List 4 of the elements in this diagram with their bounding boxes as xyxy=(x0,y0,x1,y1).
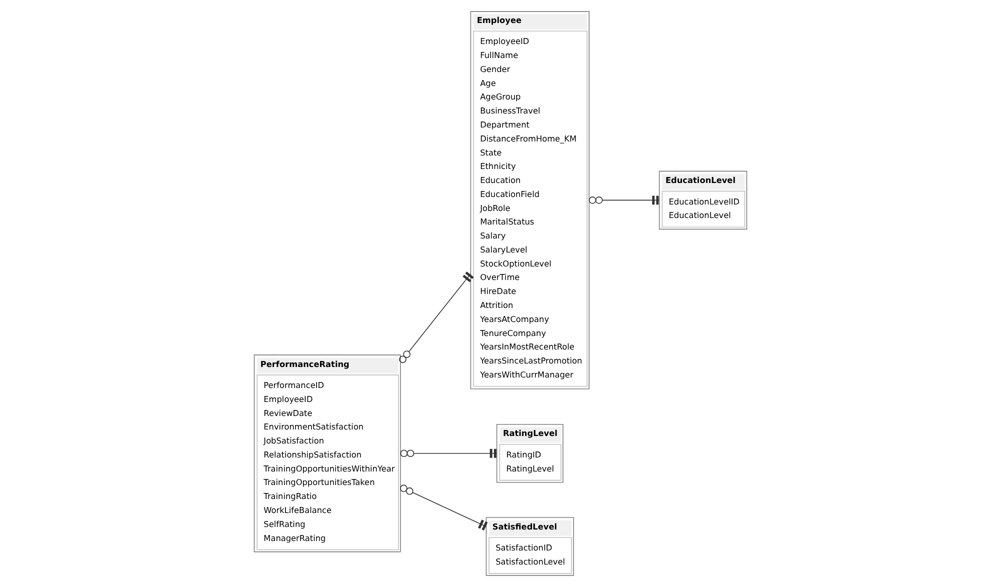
connector xyxy=(398,272,474,364)
connector xyxy=(400,448,497,458)
node-box: Employee EmployeeID FullName Gender Age AgeGroup BusinessTravel Department DistanceFromHome_KM State Ethnicity Education EducationField JobRole MaritalStatus Salary SalaryLevel StockOptionLevel OverTime HireDate Attrition YearsAtCompany TenureCompany YearsInMostRecentRole YearsSinceLastPromotion YearsWithCurrManager xyxy=(470,11,590,390)
connector xyxy=(400,484,488,530)
